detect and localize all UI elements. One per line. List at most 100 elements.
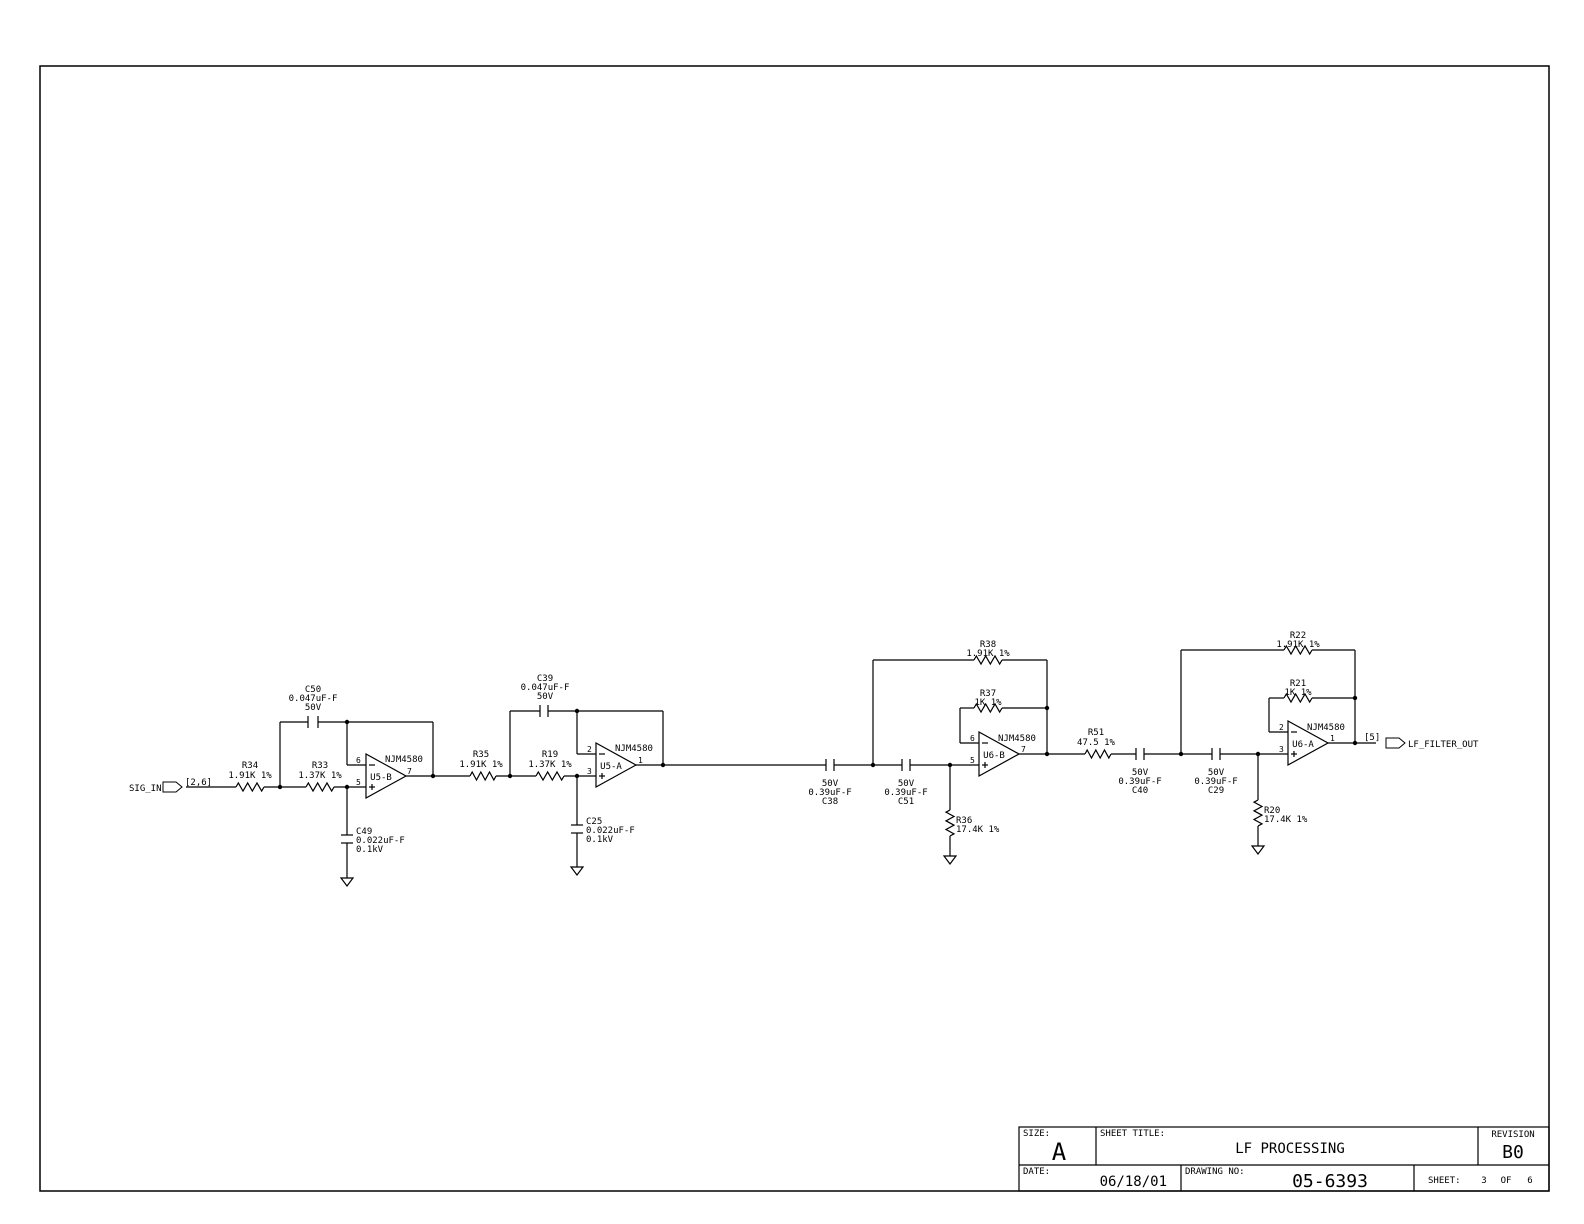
pin-label: 7 bbox=[1021, 745, 1026, 754]
opamp-u6b: U6-B NJM4580 6 5 7 bbox=[970, 734, 1036, 765]
c51-capacitor-icon bbox=[901, 759, 911, 771]
junction-dot bbox=[344, 784, 350, 790]
junction-dot bbox=[574, 708, 580, 714]
pin-label: 5 bbox=[356, 778, 361, 787]
c50-capacitor-icon bbox=[307, 716, 319, 728]
ref-label: R22 bbox=[1290, 631, 1306, 641]
value-label: 0.39uF-F bbox=[1194, 777, 1237, 787]
value-label: 47.5 1% bbox=[1077, 738, 1116, 748]
c49-capacitor-icon bbox=[341, 834, 353, 844]
junction-dot bbox=[1352, 695, 1358, 701]
sheet-of-label: OF bbox=[1501, 1176, 1512, 1186]
c25-capacitor-icon bbox=[571, 824, 583, 834]
voltage-label: 50V bbox=[822, 779, 839, 789]
resistor-r22: R22 1.91K 1% bbox=[1276, 631, 1320, 650]
value-label: 1.91K 1% bbox=[966, 649, 1010, 659]
value-label: 1K 1% bbox=[1284, 688, 1312, 698]
r22-resistor-icon bbox=[1283, 644, 1313, 656]
ref-label: U5-B bbox=[370, 773, 392, 783]
r21-resistor-icon bbox=[1283, 692, 1313, 704]
ref-label: C51 bbox=[898, 797, 914, 807]
drawing-no-value: 05-6393 bbox=[1292, 1171, 1368, 1192]
sheet-total: 6 bbox=[1527, 1176, 1532, 1186]
signal-input-port: SIG_IN [2,6] bbox=[129, 778, 212, 794]
part-label: NJM4580 bbox=[385, 755, 423, 765]
resistor-r21: R21 1K 1% bbox=[1284, 679, 1312, 698]
resistor-r35: R35 1.91K 1% bbox=[459, 750, 503, 770]
voltage-label: 50V bbox=[305, 703, 322, 713]
capacitor-c49: C49 0.022uF-F 0.1kV bbox=[356, 827, 405, 855]
junction-dot bbox=[430, 773, 436, 779]
voltage-label: 50V bbox=[537, 692, 554, 702]
size-label: SIZE: bbox=[1023, 1129, 1050, 1139]
part-label: NJM4580 bbox=[1307, 723, 1345, 733]
port-ref: [5] bbox=[1364, 733, 1380, 743]
port-ref: [2,6] bbox=[185, 778, 212, 788]
r38-resistor-icon bbox=[973, 654, 1003, 666]
ref-label: U6-A bbox=[1292, 740, 1314, 750]
value-label: 0.022uF-F bbox=[586, 826, 635, 836]
u6b-opamp-icon bbox=[978, 730, 1021, 778]
value-label: 0.39uF-F bbox=[808, 788, 851, 798]
c40-capacitor-icon bbox=[1135, 748, 1145, 760]
ref-label: R20 bbox=[1264, 806, 1280, 816]
value-label: 1.37K 1% bbox=[528, 760, 572, 770]
ref-label: R34 bbox=[242, 761, 258, 771]
u5a-opamp-icon bbox=[595, 741, 638, 789]
r37-resistor-icon bbox=[973, 702, 1003, 714]
pin-label: 5 bbox=[970, 756, 975, 765]
revision-value: B0 bbox=[1502, 1142, 1524, 1163]
ref-label: U6-B bbox=[983, 751, 1005, 761]
sheet-number: 3 bbox=[1481, 1176, 1486, 1186]
junction-dot bbox=[277, 784, 283, 790]
resistor-r38: R38 1.91K 1% bbox=[966, 640, 1010, 659]
sheet-title-label: SHEET TITLE: bbox=[1100, 1129, 1165, 1139]
r33-resistor-icon bbox=[305, 781, 335, 793]
capacitor-c40: 50V 0.39uF-F C40 bbox=[1118, 768, 1161, 796]
title-block-text: SIZE: A SHEET TITLE: LF PROCESSING REVIS… bbox=[1023, 1129, 1535, 1192]
c38-capacitor-icon bbox=[825, 759, 835, 771]
junction-dot bbox=[1255, 751, 1261, 757]
voltage-label: 0.1kV bbox=[586, 835, 614, 845]
c25-ground-icon bbox=[569, 866, 585, 876]
signal-output-port: [5] LF_FILTER_OUT bbox=[1364, 733, 1479, 750]
ref-label: C38 bbox=[822, 797, 838, 807]
ref-label: C49 bbox=[356, 827, 372, 837]
value-label: 1.91K 1% bbox=[459, 760, 503, 770]
resistor-r36: R36 17.4K 1% bbox=[956, 816, 1000, 835]
junction-dot bbox=[947, 762, 953, 768]
value-label: 1K 1% bbox=[974, 698, 1002, 708]
value-label: 0.39uF-F bbox=[884, 788, 927, 798]
title-block-frame bbox=[1018, 1126, 1550, 1192]
ref-label: C50 bbox=[305, 685, 321, 695]
pin-label: 3 bbox=[1279, 745, 1284, 754]
value-label: 17.4K 1% bbox=[1264, 815, 1308, 825]
pin-label: 6 bbox=[356, 756, 361, 765]
resistor-r20: R20 17.4K 1% bbox=[1264, 806, 1308, 825]
value-label: 0.022uF-F bbox=[356, 836, 405, 846]
date-label: DATE: bbox=[1023, 1167, 1050, 1177]
ref-label: C40 bbox=[1132, 786, 1148, 796]
r20-ground-icon bbox=[1250, 845, 1266, 855]
r34-resistor-icon bbox=[235, 781, 265, 793]
junction-dot bbox=[507, 773, 513, 779]
ref-label: R33 bbox=[312, 761, 328, 771]
junction-dot bbox=[660, 762, 666, 768]
r19-resistor-icon bbox=[535, 770, 565, 782]
value-label: 1.37K 1% bbox=[298, 771, 342, 781]
port-name: SIG_IN bbox=[129, 784, 162, 794]
pin-label: 2 bbox=[1279, 723, 1284, 732]
ref-label: R35 bbox=[473, 750, 489, 760]
size-value: A bbox=[1052, 1138, 1067, 1166]
opamp-u6a: U6-A NJM4580 2 3 1 bbox=[1279, 723, 1345, 754]
junction-dots bbox=[277, 695, 1358, 790]
capacitor-c39: C39 0.047uF-F 50V bbox=[521, 674, 570, 702]
u6a-opamp-icon bbox=[1287, 719, 1330, 767]
capacitor-c38: 50V 0.39uF-F C38 bbox=[808, 779, 851, 807]
port-arrow-icon bbox=[162, 781, 183, 793]
r35-resistor-icon bbox=[469, 770, 497, 782]
junction-dot bbox=[1352, 740, 1358, 746]
revision-label: REVISION bbox=[1491, 1130, 1534, 1140]
value-label: 0.047uF-F bbox=[521, 683, 570, 693]
